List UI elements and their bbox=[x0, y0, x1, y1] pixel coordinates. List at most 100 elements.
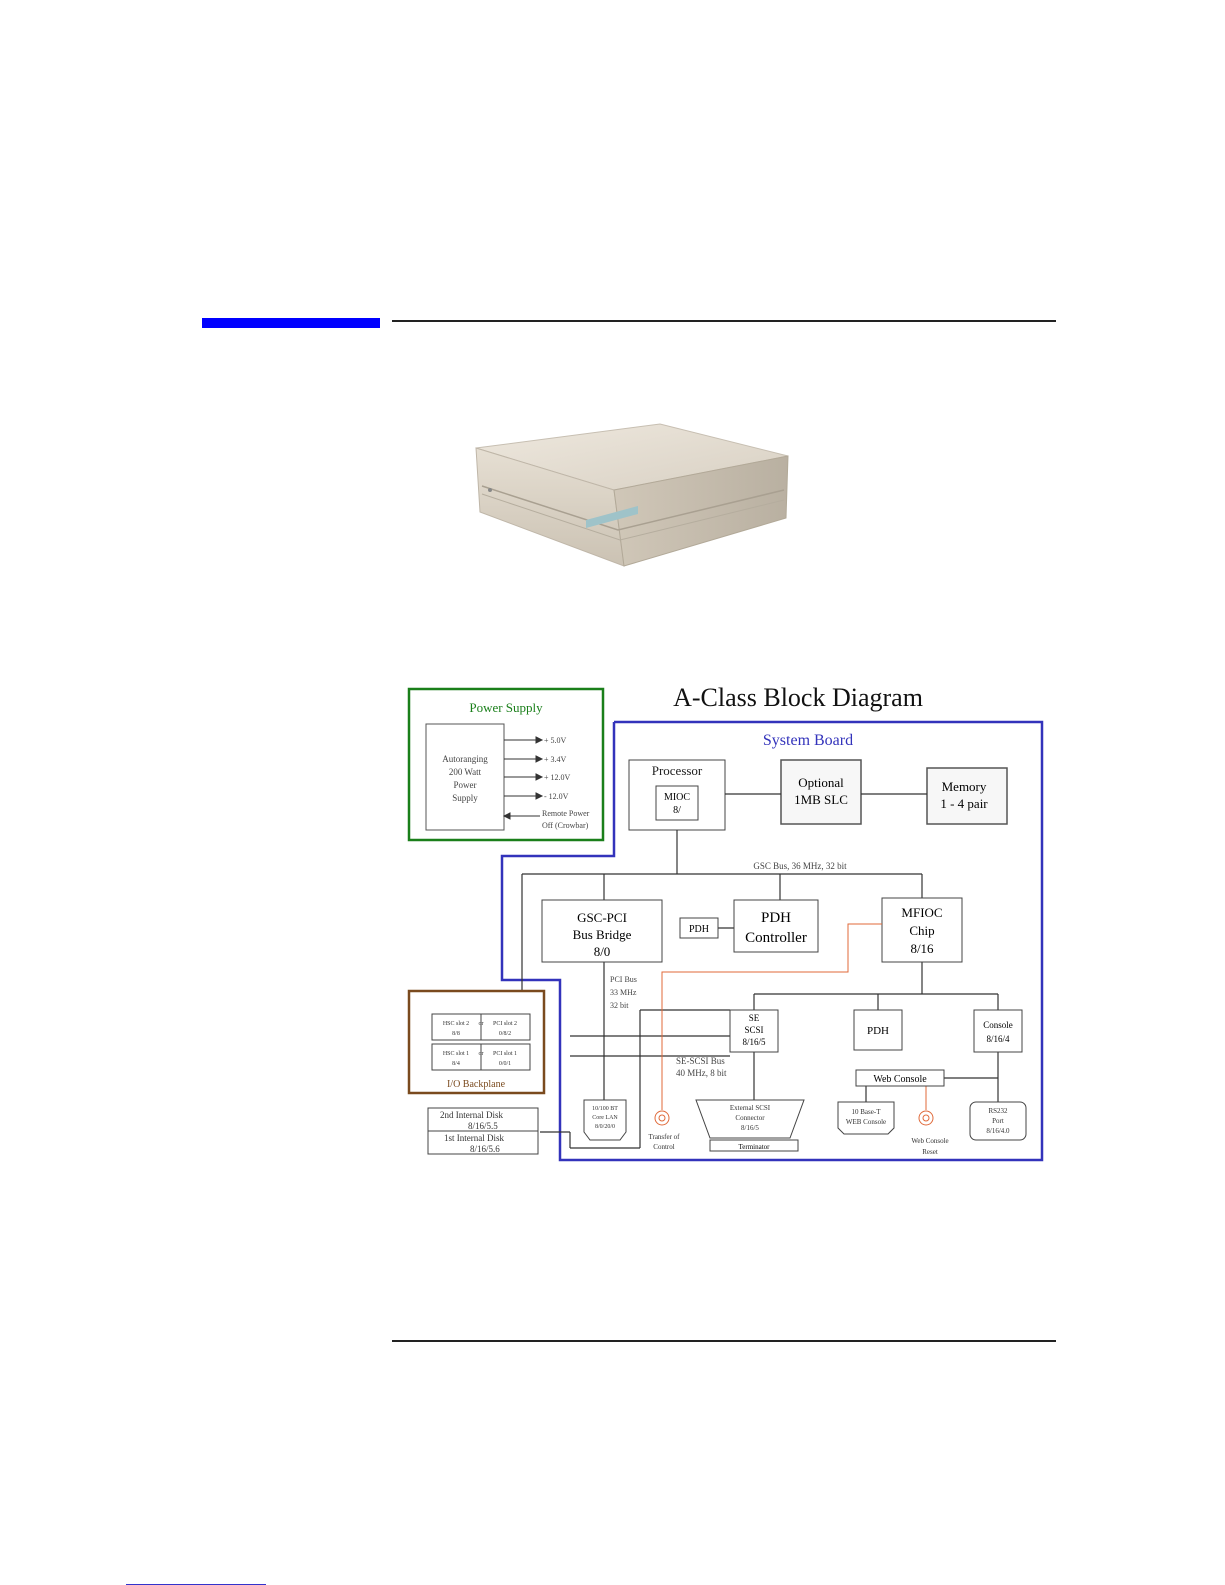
rs232-port bbox=[969, 1101, 1027, 1141]
web-console-box bbox=[855, 1069, 945, 1087]
rs232-line-3: 8/16/4.0 bbox=[986, 1127, 1010, 1135]
ps-output-arrows bbox=[502, 736, 544, 820]
pdh-box-2 bbox=[853, 1009, 903, 1051]
tenbaset-line-2: WEB Console bbox=[846, 1118, 886, 1126]
slc-box bbox=[780, 759, 862, 825]
wc-reset-line-1: Web Console bbox=[911, 1137, 948, 1145]
se-scsi-bus-line-1: SE-SCSI Bus bbox=[676, 1056, 725, 1066]
ps-remote-1: Remote Power bbox=[542, 809, 590, 818]
pdh-small-box bbox=[679, 917, 719, 939]
ps-line-1: Autoranging bbox=[442, 754, 488, 764]
ps-line-2: 200 Watt bbox=[449, 767, 482, 777]
core-lan-connector bbox=[583, 1099, 627, 1141]
mioc-box bbox=[655, 785, 699, 821]
slot2-right-1: PCI slot 2 bbox=[493, 1021, 517, 1027]
gsc-pci-line-3: 8/0 bbox=[594, 944, 611, 959]
lan-line-3: 8/0/20/0 bbox=[595, 1124, 615, 1130]
ext-scsi-line-1: External SCSI bbox=[730, 1104, 771, 1112]
se-scsi-box bbox=[729, 1009, 779, 1053]
console-line-2: 8/16/4 bbox=[986, 1034, 1010, 1044]
processor-label: Processor bbox=[652, 763, 703, 778]
slot1-or: or bbox=[479, 1051, 484, 1057]
top-rule bbox=[392, 320, 1056, 322]
bus-connections bbox=[419, 793, 999, 1149]
gsc-bus-label: GSC Bus, 36 MHz, 32 bit bbox=[753, 861, 847, 871]
terminator-label: Terminator bbox=[739, 1143, 771, 1151]
disk2-line-2: 8/16/5.5 bbox=[468, 1121, 498, 1131]
disk2-line-1: 2nd Internal Disk bbox=[440, 1110, 503, 1120]
pdh-small-label: PDH bbox=[689, 924, 709, 935]
se-scsi-line-3: 8/16/5 bbox=[742, 1037, 766, 1047]
rs232-line-2: Port bbox=[992, 1117, 1004, 1125]
gsc-pci-line-1: GSC-PCI bbox=[577, 910, 627, 925]
disk1-line-2: 8/16/5.6 bbox=[470, 1144, 500, 1154]
pci-bus-line-1: PCI Bus bbox=[610, 975, 637, 984]
pdh-controller-line-1: PDH bbox=[761, 910, 791, 926]
tenbaset-line-1: 10 Base-T bbox=[852, 1108, 882, 1116]
toc-line-2: Control bbox=[653, 1143, 674, 1151]
ten-base-t-connector bbox=[837, 1101, 895, 1135]
slot2-right-2: 0/8/2 bbox=[499, 1031, 511, 1037]
slot2-or: or bbox=[479, 1021, 484, 1027]
disk1-line-1: 1st Internal Disk bbox=[444, 1133, 504, 1143]
ps-out-4: - 12.0V bbox=[544, 792, 569, 801]
lan-line-1: 10/100 BT bbox=[592, 1106, 618, 1112]
lan-line-2: Core LAN bbox=[592, 1115, 618, 1121]
pci-bus-line-2: 33 MHz bbox=[610, 988, 637, 997]
ps-out-1: + 5.0V bbox=[544, 736, 567, 745]
memory-box bbox=[926, 767, 1008, 825]
slot2-left-1: HSC slot 2 bbox=[443, 1021, 469, 1027]
ps-remote-2: Off (Crowbar) bbox=[542, 821, 589, 830]
slot1-right-1: PCI slot 1 bbox=[493, 1051, 517, 1057]
se-scsi-bus-line-2: 40 MHz, 8 bit bbox=[676, 1068, 727, 1078]
ps-line-3: Power bbox=[454, 780, 477, 790]
mfioc-line-3: 8/16 bbox=[910, 941, 934, 956]
mfioc-box bbox=[881, 897, 963, 963]
wc-reset-line-2: Reset bbox=[922, 1148, 938, 1156]
ps-out-3: + 12.0V bbox=[544, 773, 571, 782]
system-board-outline bbox=[500, 720, 1044, 1162]
pdh-controller-box bbox=[733, 899, 819, 953]
slot1-left-2: 8/4 bbox=[452, 1061, 460, 1067]
terminator-box bbox=[709, 1139, 799, 1152]
se-scsi-line-2: SCSI bbox=[744, 1025, 763, 1035]
pdh2-label: PDH bbox=[867, 1025, 889, 1037]
gsc-pci-line-2: Bus Bridge bbox=[573, 927, 632, 942]
memory-line-1: Memory bbox=[942, 779, 987, 794]
web-console-label: Web Console bbox=[873, 1074, 927, 1085]
slc-line-2: 1MB SLC bbox=[794, 792, 848, 807]
diagram-title: A-Class Block Diagram bbox=[673, 683, 923, 712]
slot2-left-2: 8/8 bbox=[452, 1031, 460, 1037]
slc-line-1: Optional bbox=[798, 775, 844, 790]
console-line-1: Console bbox=[983, 1020, 1013, 1030]
memory-line-2: 1 - 4 pair bbox=[940, 796, 988, 811]
io-backplane-title: I/O Backplane bbox=[447, 1079, 506, 1090]
ps-out-2: + 3.4V bbox=[544, 755, 567, 764]
a-class-server-photo bbox=[475, 423, 789, 567]
ext-scsi-line-3: 8/16/5 bbox=[741, 1124, 759, 1132]
control-lines bbox=[654, 923, 934, 1126]
toc-line-1: Transfer of bbox=[648, 1133, 680, 1141]
mfioc-line-1: MFIOC bbox=[901, 905, 942, 920]
io-backplane-group bbox=[407, 989, 546, 1095]
rs232-line-1: RS232 bbox=[988, 1107, 1008, 1115]
mioc-line-2: 8/ bbox=[673, 805, 681, 816]
power-supply-box bbox=[425, 723, 505, 831]
section-marker-bar bbox=[202, 318, 380, 328]
gsc-pci-bridge-box bbox=[541, 899, 663, 963]
pci-bus-line-3: 32 bit bbox=[610, 1001, 629, 1010]
bottom-rule bbox=[392, 1340, 1056, 1342]
se-scsi-line-1: SE bbox=[749, 1013, 760, 1023]
ps-line-4: Supply bbox=[452, 793, 478, 803]
console-box bbox=[973, 1009, 1023, 1053]
mfioc-line-2: Chip bbox=[909, 923, 934, 938]
system-board-title: System Board bbox=[763, 732, 853, 749]
slot1-right-2: 0/0/1 bbox=[499, 1061, 511, 1067]
slot1-left-1: HSC slot 1 bbox=[443, 1051, 469, 1057]
pdh-controller-line-2: Controller bbox=[745, 930, 807, 946]
power-supply-title: Power Supply bbox=[469, 700, 543, 715]
ext-scsi-line-2: Connector bbox=[735, 1114, 765, 1122]
external-scsi-connector bbox=[695, 1099, 805, 1139]
mioc-line-1: MIOC bbox=[664, 792, 690, 803]
